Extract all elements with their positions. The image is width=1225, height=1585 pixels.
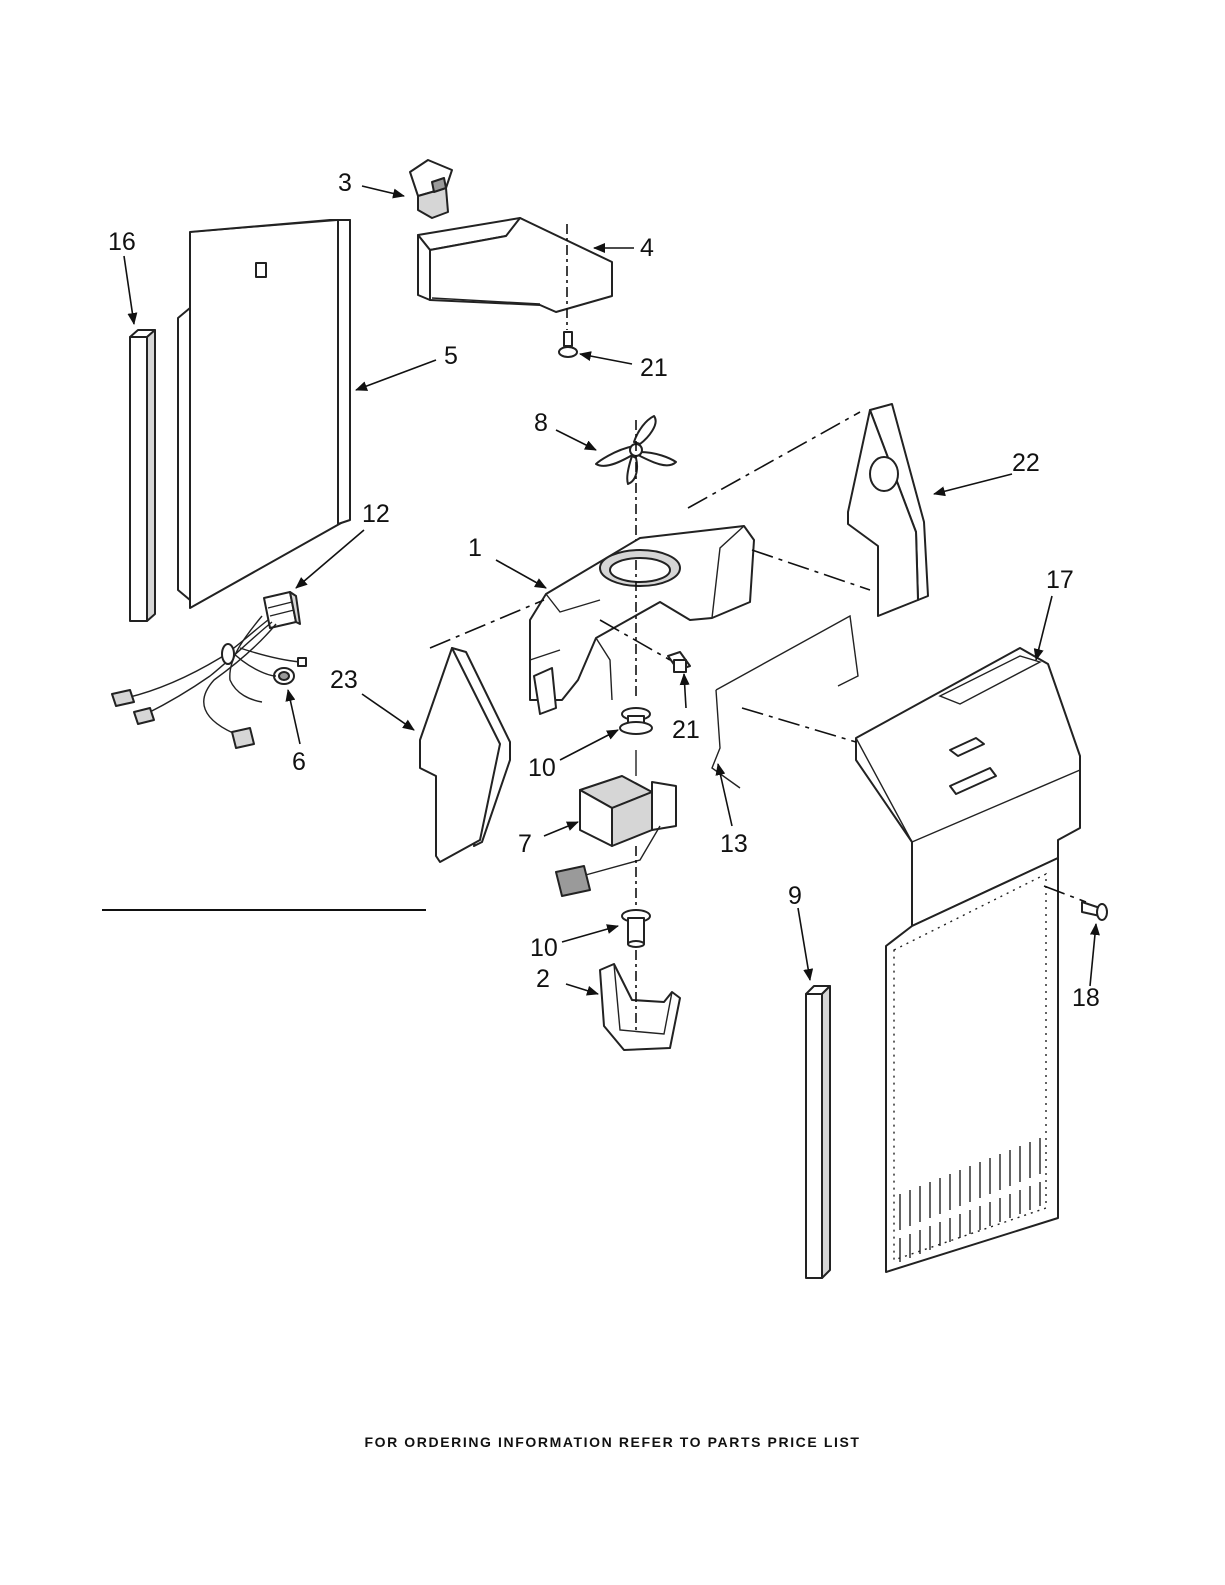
part-9-seal-strip [806,986,830,1278]
part-5-evaporator-panel [178,220,350,608]
callout-12: 12 [362,500,390,528]
callout-5: 5 [444,342,458,370]
callout-10-lower: 10 [530,934,558,962]
callout-1: 1 [468,534,482,562]
ordering-information-note: FOR ORDERING INFORMATION REFER TO PARTS … [0,1434,1225,1450]
callout-23: 23 [330,666,358,694]
callout-2: 2 [536,965,550,993]
callout-18: 18 [1072,984,1100,1012]
callout-16: 16 [108,228,136,256]
part-21-screw-side [600,620,690,672]
callout-10-upper: 10 [528,754,556,782]
part-7-fan-motor [556,750,676,910]
callout-7: 7 [518,830,532,858]
part-21-screw-top [559,332,577,357]
part-10-grommet-lower [622,910,650,947]
part-1-fan-shroud [530,526,754,714]
callout-13: 13 [720,830,748,858]
part-22-right-baffle [848,404,928,616]
callout-22: 22 [1012,449,1040,477]
callout-21-top: 21 [640,354,668,382]
callout-9: 9 [788,882,802,910]
callout-6: 6 [292,748,306,776]
part-6-sensor [230,648,306,684]
part-2-motor-bracket [600,950,680,1050]
callout-3: 3 [338,169,352,197]
callout-17: 17 [1046,566,1074,594]
part-10-grommet-upper [620,708,652,734]
part-17-rear-cover [856,648,1080,1272]
callout-4: 4 [640,234,654,262]
part-13-wire-bracket [712,616,858,788]
part-16-seal-strip [130,330,155,621]
part-3-cap [410,160,452,218]
part-4-duct-channel [418,218,612,330]
callout-8: 8 [534,409,548,437]
callout-21-side: 21 [672,716,700,744]
part-23-left-baffle [420,648,510,862]
